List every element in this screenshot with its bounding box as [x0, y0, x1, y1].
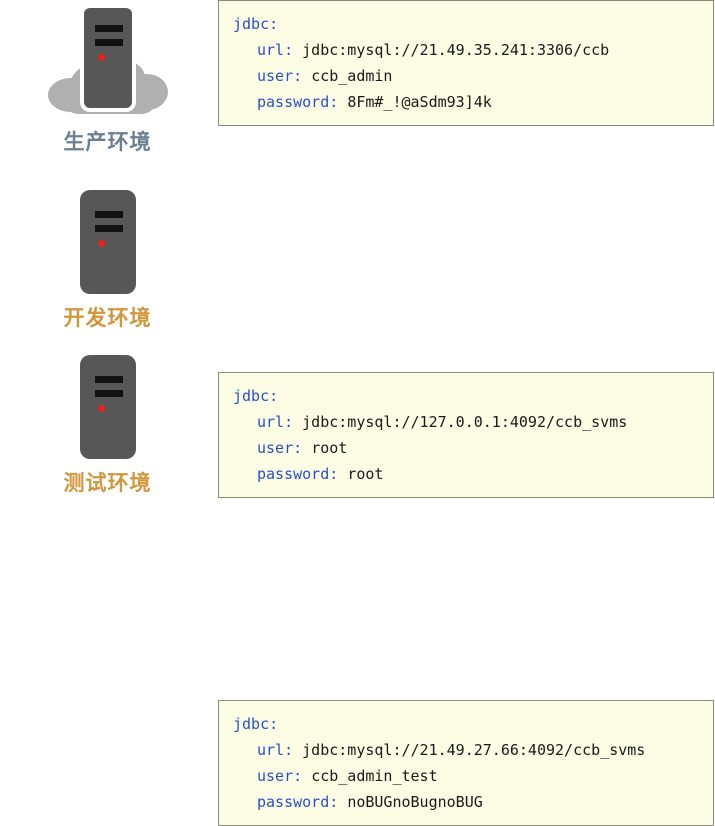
config-password-value: root [347, 465, 384, 483]
config-user-key: user: [257, 67, 303, 85]
config-user-value: ccb_admin_test [311, 767, 438, 785]
config-url-value: jdbc:mysql://21.49.27.66:4092/ccb_svms [302, 741, 646, 759]
config-user-value: root [311, 439, 348, 457]
config-password-value: noBUGnoBugnoBUG [347, 793, 483, 811]
server-bay-icon [94, 225, 123, 232]
config-url-value: jdbc:mysql://127.0.0.1:4092/ccb_svms [302, 413, 628, 431]
config-url-line: url: jdbc:mysql://21.49.27.66:4092/ccb_s… [233, 737, 713, 763]
config-root-line: jdbc: [233, 711, 713, 737]
server-led-icon [97, 54, 105, 61]
config-root-line: jdbc: [233, 11, 713, 37]
server-bay-icon [94, 376, 123, 383]
server-tower-icon [79, 355, 136, 459]
config-password-key: password: [257, 793, 339, 811]
server-icon [44, 188, 172, 296]
server-tower-icon [79, 4, 136, 112]
config-password-value: 8Fm#_!@aSdm93]4k [347, 93, 492, 111]
config-url-key: url: [257, 41, 294, 59]
config-password-line: password: root [233, 461, 713, 487]
config-url-line: url: jdbc:mysql://21.49.35.241:3306/ccb [233, 37, 713, 63]
env-label-prod: 生产环境 [63, 130, 152, 154]
server-bay-icon [94, 39, 123, 46]
env-label-test: 测试环境 [63, 471, 152, 495]
environment-row-test: 测试环境 jdbc: url: jdbc:mysql://21.49.27.66… [0, 345, 715, 826]
config-password-key: password: [257, 93, 339, 111]
config-password-line: password: noBUGnoBugnoBUG [233, 789, 713, 815]
config-user-line: user: ccb_admin [233, 63, 713, 89]
config-block-dev: jdbc: url: jdbc:mysql://127.0.0.1:4092/c… [218, 372, 714, 498]
config-user-line: user: ccb_admin_test [233, 763, 713, 789]
server-bay-icon [94, 25, 123, 32]
server-tower-icon [79, 190, 136, 294]
server-led-icon [97, 240, 105, 247]
config-password-line: password: 8Fm#_!@aSdm93]4k [233, 89, 713, 115]
server-cloud-icon [44, 2, 172, 120]
config-root-key: jdbc: [233, 715, 279, 733]
config-url-value: jdbc:mysql://21.49.35.241:3306/ccb [302, 41, 610, 59]
server-bay-icon [94, 390, 123, 397]
config-url-line: url: jdbc:mysql://127.0.0.1:4092/ccb_svm… [233, 409, 713, 435]
env-cell-dev: 开发环境 [0, 180, 215, 332]
config-block-test: jdbc: url: jdbc:mysql://21.49.27.66:4092… [218, 700, 714, 826]
server-bay-icon [94, 211, 123, 218]
server-led-icon [97, 405, 105, 412]
env-cell-prod: 生产环境 [0, 0, 215, 156]
env-cell-test: 测试环境 [0, 345, 215, 497]
server-icon [44, 353, 172, 461]
config-block-prod: jdbc: url: jdbc:mysql://21.49.35.241:330… [218, 0, 714, 126]
config-url-key: url: [257, 413, 294, 431]
env-label-dev: 开发环境 [63, 306, 152, 330]
environment-row-dev: 开发环境 jdbc: url: jdbc:mysql://127.0.0.1:4… [0, 180, 715, 498]
config-user-key: user: [257, 767, 303, 785]
config-user-key: user: [257, 439, 303, 457]
config-root-key: jdbc: [233, 15, 279, 33]
config-password-key: password: [257, 465, 339, 483]
config-user-line: user: root [233, 435, 713, 461]
config-user-value: ccb_admin [311, 67, 393, 85]
config-url-key: url: [257, 741, 294, 759]
environment-row-prod: 生产环境 jdbc: url: jdbc:mysql://21.49.35.24… [0, 0, 715, 175]
config-root-line: jdbc: [233, 383, 713, 409]
config-root-key: jdbc: [233, 387, 279, 405]
